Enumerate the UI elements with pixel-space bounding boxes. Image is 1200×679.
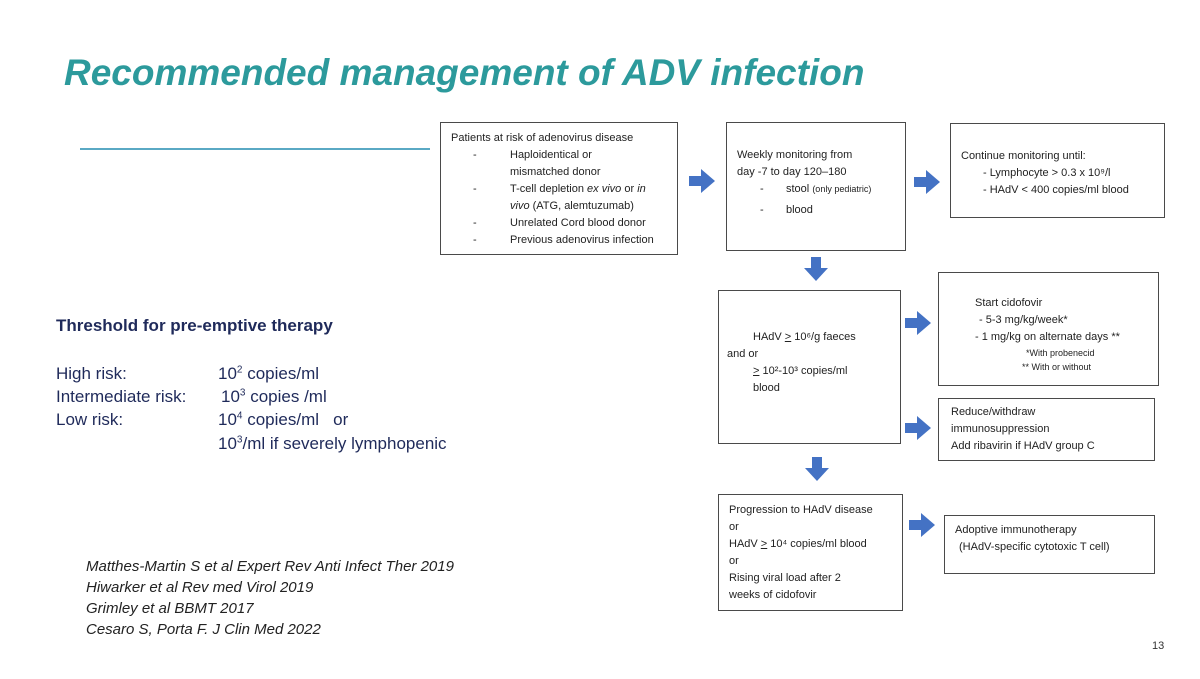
progression-line1: Progression to HAdV disease <box>729 504 873 516</box>
reduce-line1: Reduce/withdraw <box>951 406 1036 418</box>
risk-heading: Patients at risk of adenovirus disease <box>451 132 634 144</box>
continue-heading: Continue monitoring until: <box>961 150 1086 162</box>
threshold-row-high: High risk:102 copies/ml <box>56 364 320 383</box>
page-number: 13 <box>1152 640 1165 652</box>
risk-item-haplo-cont: mismatched donor <box>510 166 601 178</box>
threshold-row-low: Low risk:104 copies/ml or <box>56 410 349 429</box>
risk-patients-box: Patients at risk of adenovirus disease -… <box>440 122 678 255</box>
adoptive-line2: (HAdV-specific cytotoxic T cell) <box>959 541 1110 553</box>
reduce-immunosuppression-box: Reduce/withdraw immunosuppression Add ri… <box>938 398 1155 461</box>
monitoring-blood: -blood <box>760 204 813 216</box>
progression-or2: or <box>729 555 739 567</box>
cidofovir-dose1: - 5-3 mg/kg/week* <box>979 314 1068 326</box>
risk-item-haplo: -Haploidentical or <box>473 149 592 161</box>
threshold-faeces: HAdV > 10⁶/g faeces <box>753 331 856 343</box>
monitoring-line1: Weekly monitoring from <box>737 149 853 161</box>
title-divider <box>80 148 430 150</box>
progression-line2: HAdV > 10⁴ copies/ml blood <box>729 538 867 550</box>
reduce-line2: immunosuppression <box>951 423 1050 435</box>
risk-item-tcell: -T-cell depletion ex vivo or in <box>473 183 646 195</box>
adoptive-line1: Adoptive immunotherapy <box>955 524 1077 536</box>
risk-item-previous: -Previous adenovirus infection <box>473 234 654 246</box>
slide-title: Recommended management of ADV infection <box>64 52 865 93</box>
monitoring-line2: day -7 to day 120–180 <box>737 166 847 178</box>
reference-item: Hiwarker et al Rev med Virol 2019 <box>86 579 314 596</box>
cidofovir-dose2: - 1 mg/kg on alternate days ** <box>975 331 1120 343</box>
threshold-blood: > 10²-10³ copies/ml <box>753 365 848 377</box>
reference-item: Cesaro S, Porta F. J Clin Med 2022 <box>86 621 321 638</box>
continue-lymphocyte: - Lymphocyte > 0.3 x 10⁹/l <box>983 167 1111 179</box>
progression-line3: Rising viral load after 2 <box>729 572 841 584</box>
risk-item-tcell-cont: vivo (ATG, alemtuzumab) <box>510 200 634 212</box>
continue-monitoring-box: Continue monitoring until: - Lymphocyte … <box>950 123 1165 218</box>
progression-box: Progression to HAdV disease or HAdV > 10… <box>718 494 903 611</box>
reference-item: Grimley et al BBMT 2017 <box>86 600 254 617</box>
threshold-heading: Threshold for pre-emptive therapy <box>56 316 333 335</box>
progression-line4: weeks of cidofovir <box>729 589 817 601</box>
threshold-row-lymphopenic: 103/ml if severely lymphopenic <box>218 434 447 453</box>
adoptive-immunotherapy-box: Adoptive immunotherapy (HAdV-specific cy… <box>944 515 1155 574</box>
continue-hadv: - HAdV < 400 copies/ml blood <box>983 184 1129 196</box>
progression-or1: or <box>729 521 739 533</box>
cidofovir-note2: ** With or without <box>1022 362 1092 372</box>
cidofovir-heading: Start cidofovir <box>975 297 1043 309</box>
cidofovir-box: Start cidofovir - 5-3 mg/kg/week* - 1 mg… <box>938 272 1159 386</box>
risk-item-cord: -Unrelated Cord blood donor <box>473 217 646 229</box>
references: Matthes-Martin S et al Expert Rev Anti I… <box>86 556 454 640</box>
monitoring-stool: -stool (only pediatric) <box>760 183 872 195</box>
threshold-blood-cont: blood <box>753 382 780 394</box>
threshold-box: HAdV > 10⁶/g faeces and or > 10²-10³ cop… <box>718 290 901 444</box>
cidofovir-note1: *With probenecid <box>1026 348 1095 358</box>
reference-item: Matthes-Martin S et al Expert Rev Anti I… <box>86 558 454 575</box>
reduce-line3: Add ribavirin if HAdV group C <box>951 440 1095 452</box>
weekly-monitoring-box: Weekly monitoring from day -7 to day 120… <box>726 122 906 251</box>
threshold-row-intermediate: Intermediate risk:103 copies /ml <box>56 387 327 406</box>
threshold-andor: and or <box>727 348 759 360</box>
